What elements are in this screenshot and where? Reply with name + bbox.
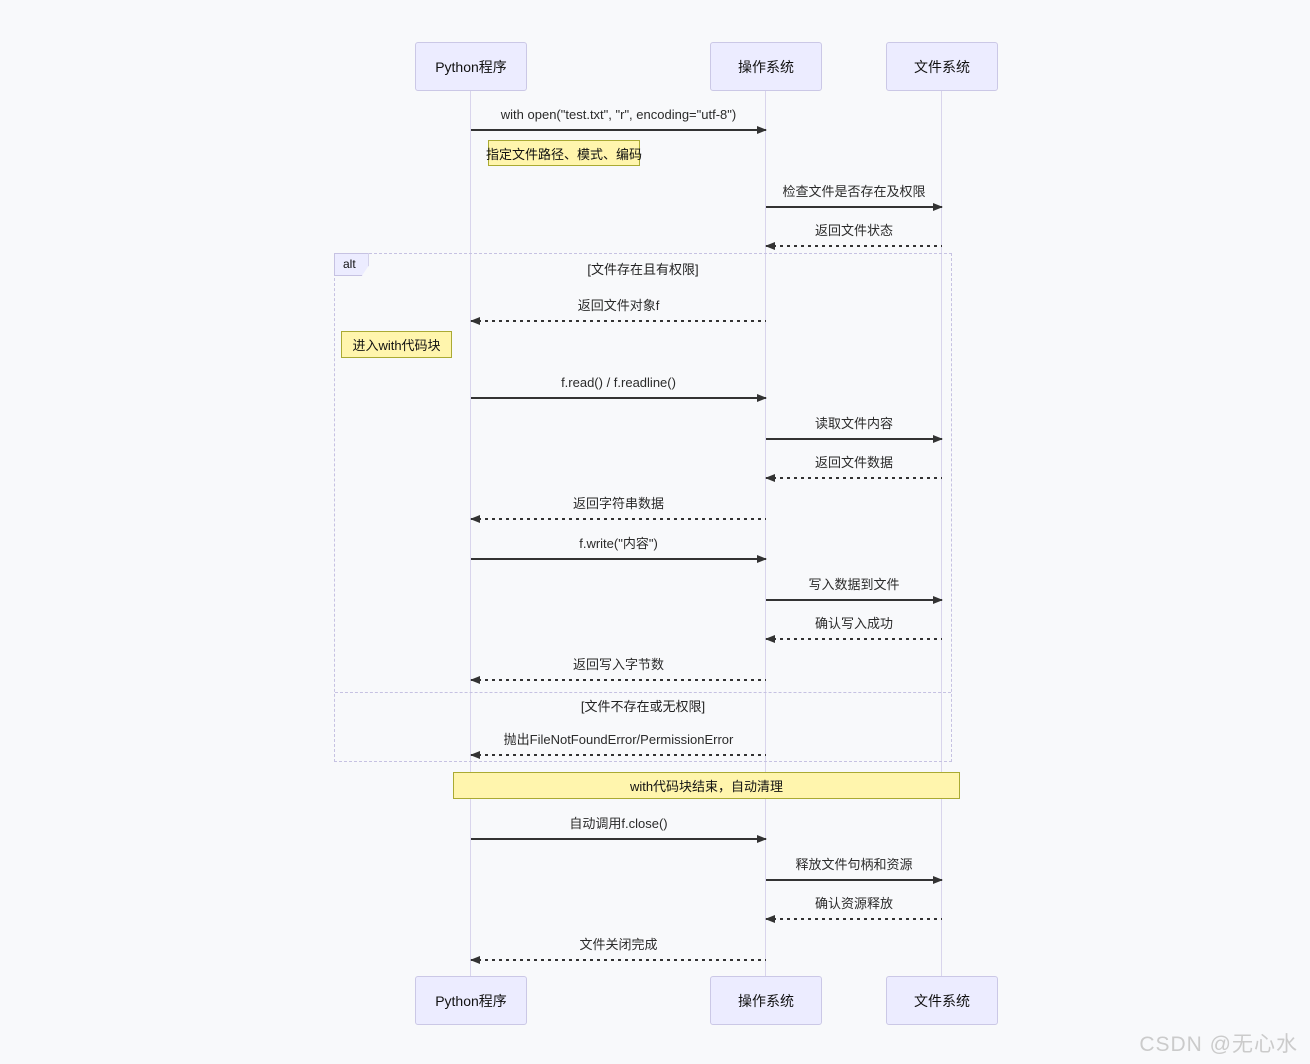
arrow-left-icon (765, 242, 942, 250)
actor-label: 操作系统 (738, 992, 794, 1009)
arrow-right-icon (766, 435, 943, 443)
actor-label: 操作系统 (738, 58, 794, 75)
message-read-content: 读取文件内容 (766, 415, 943, 443)
alt-condition-2: [文件不存在或无权限] (580, 699, 706, 714)
message-label: 确认资源释放 (814, 896, 893, 911)
arrow-right-icon (471, 394, 767, 402)
message-return-bytes: 返回写入字节数 (470, 656, 766, 684)
actor-os-bottom: 操作系统 (710, 976, 822, 1025)
message-write-data: 写入数据到文件 (766, 576, 943, 604)
arrow-left-icon (765, 635, 942, 643)
message-check-file: 检查文件是否存在及权限 (766, 183, 943, 211)
message-label: f.write("内容") (579, 536, 658, 551)
actor-filesystem-top: 文件系统 (886, 42, 998, 91)
csdn-watermark: CSDN @无心水 (1139, 1033, 1298, 1056)
arrow-left-icon (470, 317, 766, 325)
message-auto-close: 自动调用f.close() (471, 815, 767, 843)
message-label: 返回文件对象f (577, 298, 660, 313)
arrow-right-icon (471, 126, 767, 134)
message-return-file-object: 返回文件对象f (470, 297, 766, 325)
actor-python-bottom: Python程序 (415, 976, 527, 1025)
message-label: 检查文件是否存在及权限 (782, 184, 926, 199)
lifeline-os (765, 91, 766, 976)
message-label: 文件关闭完成 (579, 937, 658, 952)
lifeline-filesystem (941, 91, 942, 976)
arrow-left-icon (470, 956, 766, 964)
arrow-left-icon (470, 515, 766, 523)
message-label: 返回写入字节数 (572, 657, 664, 672)
note-label: 指定文件路径、模式、编码 (486, 146, 643, 162)
message-label: 确认写入成功 (814, 616, 893, 631)
message-close-complete: 文件关闭完成 (470, 936, 766, 964)
message-label: 返回字符串数据 (572, 496, 664, 511)
message-return-status: 返回文件状态 (765, 222, 942, 250)
note-label: with代码块结束，自动清理 (629, 779, 784, 794)
message-open: with open("test.txt", "r", encoding="utf… (471, 106, 767, 134)
message-release-handle: 释放文件句柄和资源 (766, 856, 943, 884)
message-read: f.read() / f.readline() (471, 374, 767, 402)
message-write: f.write("内容") (471, 535, 767, 563)
arrow-right-icon (766, 876, 943, 884)
actor-label: 文件系统 (914, 992, 970, 1009)
message-label: 抛出FileNotFoundError/PermissionError (503, 732, 734, 747)
alt-else-divider (335, 692, 951, 693)
note-specify-path: 指定文件路径、模式、编码 (486, 140, 643, 166)
message-label: 自动调用f.close() (569, 816, 668, 831)
message-label: 写入数据到文件 (808, 577, 900, 592)
actor-label: Python程序 (435, 58, 507, 75)
message-return-file-data: 返回文件数据 (765, 454, 942, 482)
message-label: 读取文件内容 (814, 416, 893, 431)
actor-label: 文件系统 (914, 58, 970, 75)
actor-label: Python程序 (435, 992, 507, 1009)
message-confirm-release: 确认资源释放 (765, 895, 942, 923)
message-throw-error: 抛出FileNotFoundError/PermissionError (470, 731, 766, 759)
arrow-right-icon (766, 203, 943, 211)
arrow-left-icon (470, 676, 766, 684)
alt-label: alt (334, 253, 369, 276)
alt-frame: alt [文件存在且有权限] [文件不存在或无权限] (334, 253, 952, 762)
note-enter-with-block: 进入with代码块 (341, 331, 452, 358)
alt-condition-1: [文件存在且有权限] (587, 262, 699, 277)
message-label: 返回文件数据 (814, 455, 893, 470)
message-label: 释放文件句柄和资源 (795, 857, 913, 872)
message-label: 返回文件状态 (814, 223, 893, 238)
arrow-right-icon (766, 596, 943, 604)
arrow-left-icon (470, 751, 766, 759)
actor-os-top: 操作系统 (710, 42, 822, 91)
arrow-right-icon (471, 555, 767, 563)
note-with-block-end: with代码块结束，自动清理 (453, 772, 960, 799)
arrow-left-icon (765, 915, 942, 923)
message-label: f.read() / f.readline() (561, 375, 676, 390)
arrow-left-icon (765, 474, 942, 482)
arrow-right-icon (471, 835, 767, 843)
actor-filesystem-bottom: 文件系统 (886, 976, 998, 1025)
note-label: 进入with代码块 (352, 338, 441, 353)
lifeline-python (470, 91, 471, 976)
message-label: with open("test.txt", "r", encoding="utf… (500, 107, 737, 122)
actor-python-top: Python程序 (415, 42, 527, 91)
message-confirm-write: 确认写入成功 (765, 615, 942, 643)
message-return-string: 返回字符串数据 (470, 495, 766, 523)
